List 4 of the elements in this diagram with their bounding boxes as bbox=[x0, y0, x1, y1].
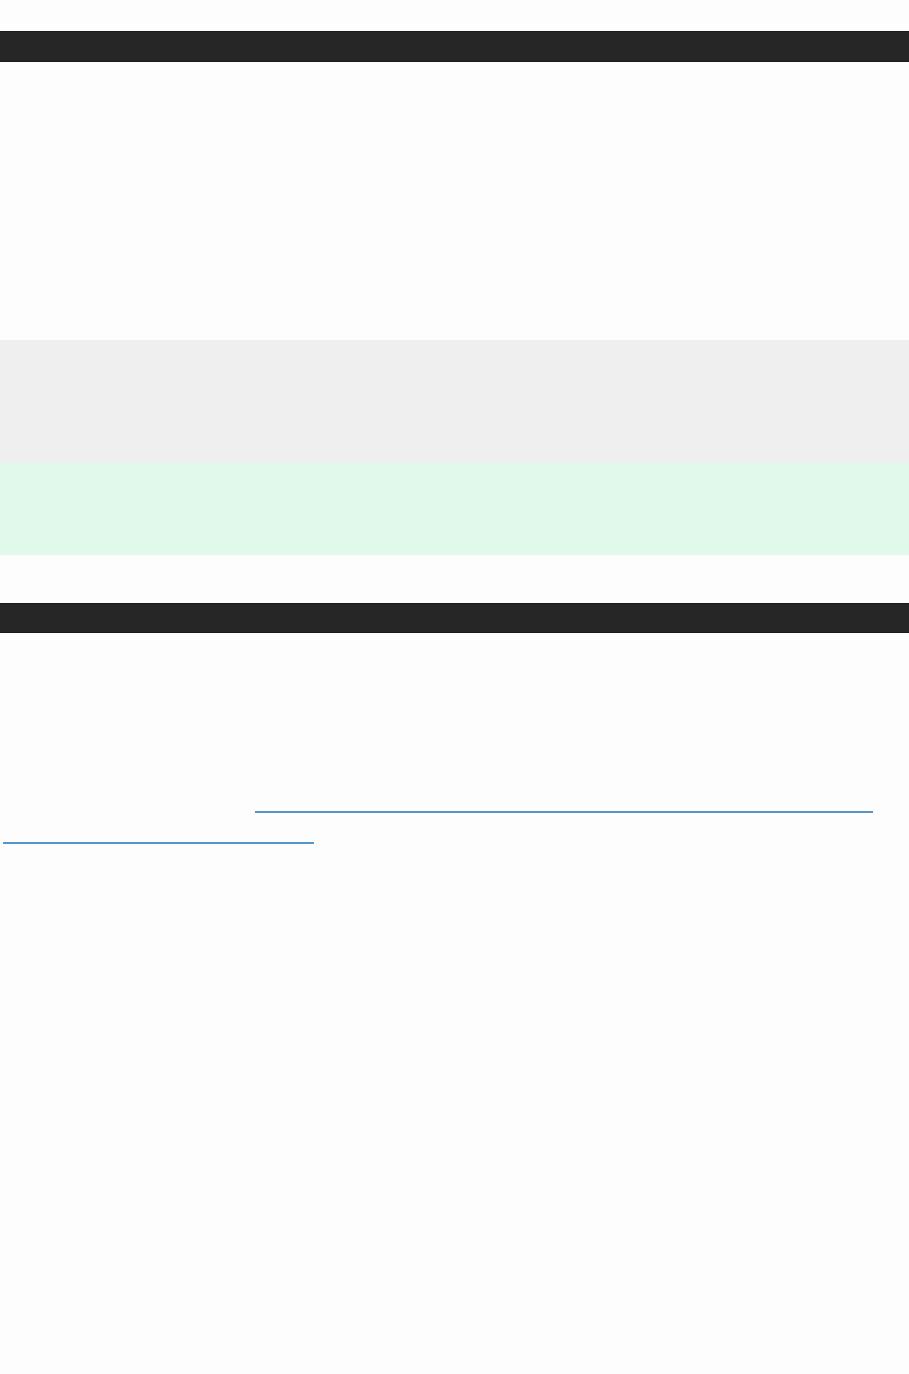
panel-band bbox=[0, 340, 909, 463]
header-bar bbox=[0, 603, 909, 633]
header-bar bbox=[0, 31, 909, 62]
panel-band bbox=[0, 463, 909, 555]
